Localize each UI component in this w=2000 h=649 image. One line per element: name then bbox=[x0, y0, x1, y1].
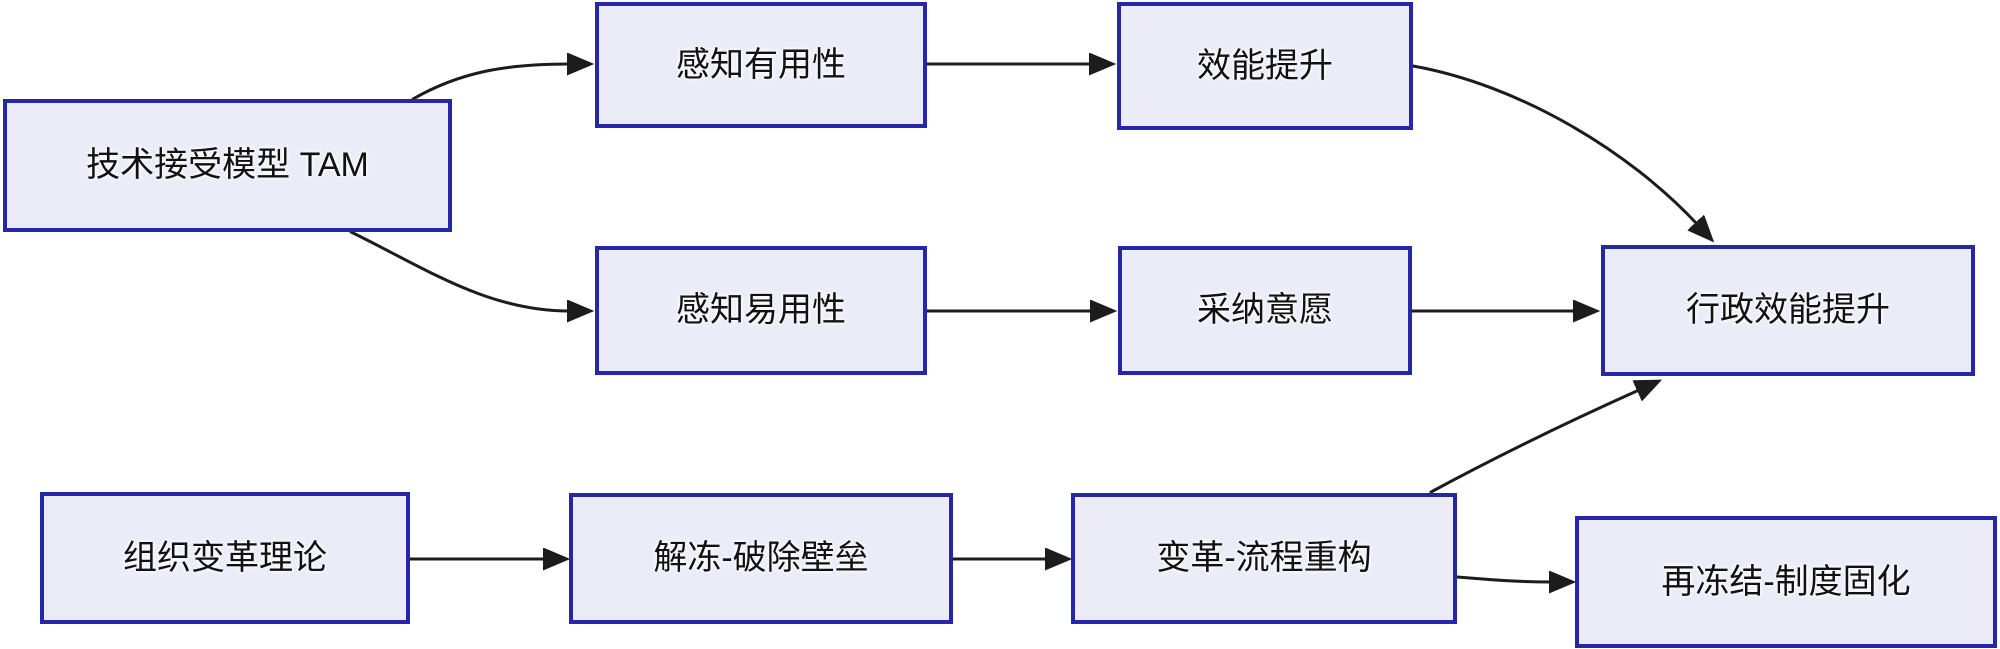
node-tam-label: 技术接受模型 TAM bbox=[86, 146, 369, 185]
node-change-process-label: 变革-流程重构 bbox=[1156, 539, 1372, 578]
node-efficiency-gain-label: 效能提升 bbox=[1197, 46, 1333, 85]
node-admin-efficiency-label: 行政效能提升 bbox=[1686, 291, 1890, 330]
node-refreeze-label: 再冻结-制度固化 bbox=[1661, 562, 1911, 601]
node-perceived-ease-of-use: 感知易用性 bbox=[595, 246, 927, 375]
node-efficiency-gain: 效能提升 bbox=[1117, 2, 1413, 130]
node-perceived-ease-of-use-label: 感知易用性 bbox=[676, 291, 846, 330]
edge-tam-to-perceived-usefulness bbox=[411, 64, 569, 101]
node-perceived-usefulness-label: 感知有用性 bbox=[676, 45, 846, 84]
node-perceived-usefulness: 感知有用性 bbox=[595, 2, 927, 128]
edge-change-process-to-admin-efficiency bbox=[1429, 390, 1639, 494]
node-change-process: 变革-流程重构 bbox=[1071, 493, 1457, 624]
edge-tam-to-perceived-ease-of-use bbox=[349, 230, 569, 311]
node-org-change-theory: 组织变革理论 bbox=[40, 492, 410, 624]
node-admin-efficiency: 行政效能提升 bbox=[1601, 245, 1975, 376]
node-org-change-theory-label: 组织变革理论 bbox=[123, 538, 327, 577]
node-unfreeze: 解冻-破除壁垒 bbox=[569, 493, 953, 624]
node-adoption-intention-label: 采纳意愿 bbox=[1197, 291, 1333, 330]
edge-change-process-to-refreeze bbox=[1455, 577, 1551, 582]
node-tam: 技术接受模型 TAM bbox=[3, 99, 452, 232]
node-adoption-intention: 采纳意愿 bbox=[1118, 246, 1412, 375]
node-refreeze: 再冻结-制度固化 bbox=[1575, 516, 1997, 648]
edge-efficiency-gain-to-admin-efficiency bbox=[1411, 64, 1697, 224]
node-unfreeze-label: 解冻-破除壁垒 bbox=[653, 539, 869, 578]
